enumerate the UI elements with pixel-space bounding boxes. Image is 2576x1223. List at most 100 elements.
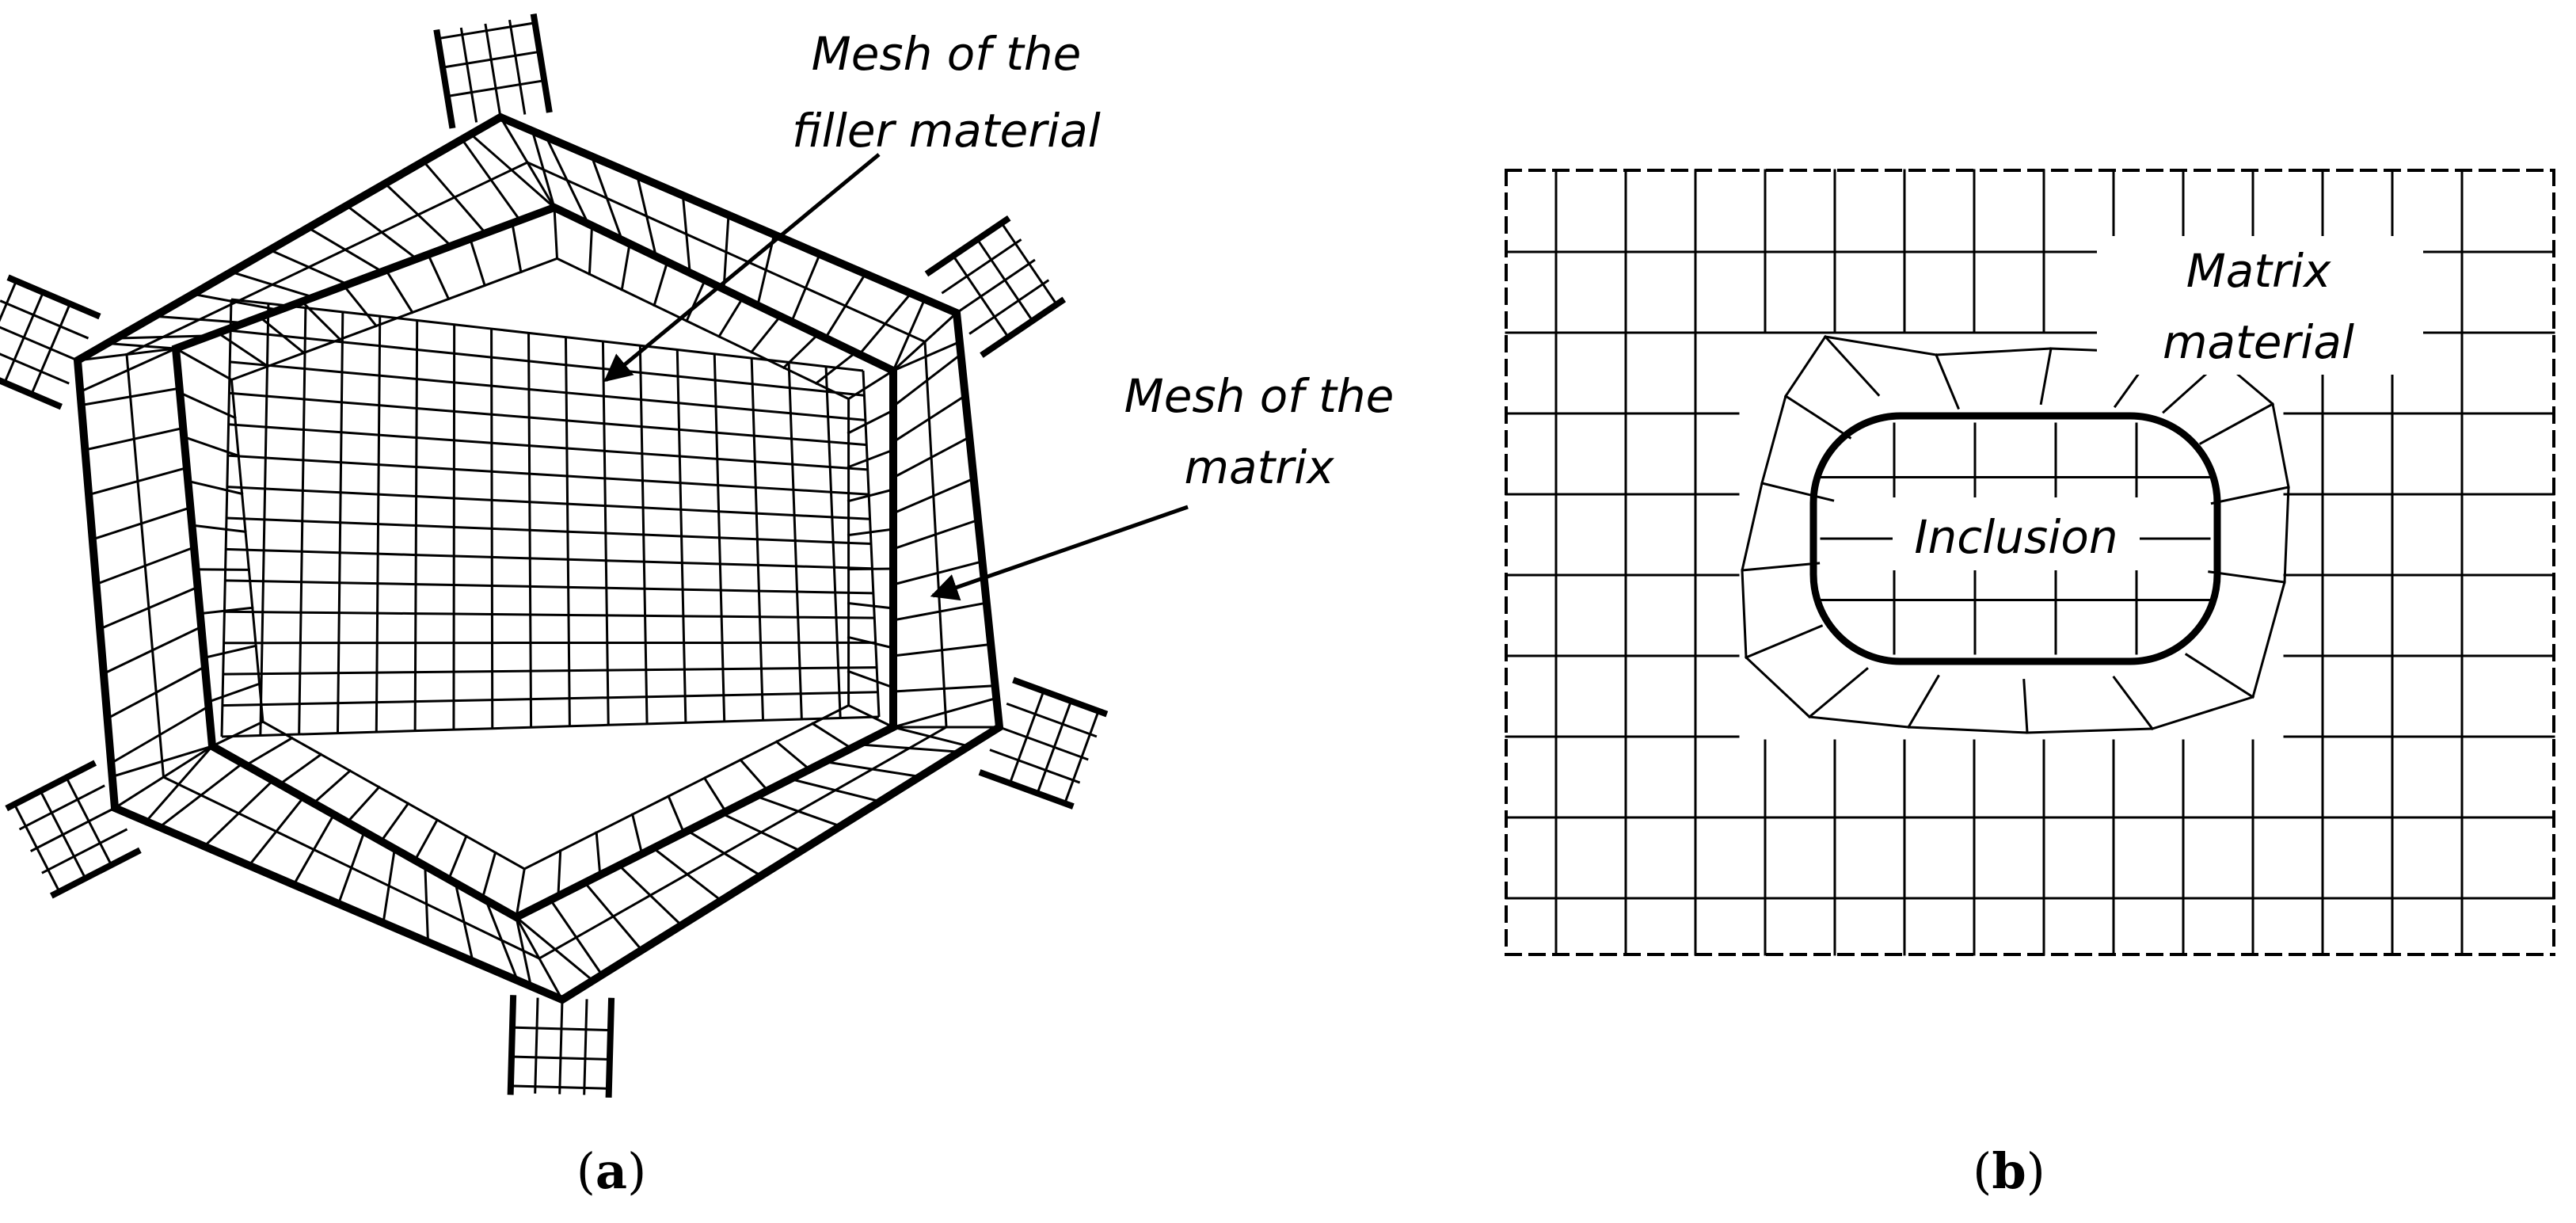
filler-transition-line — [782, 333, 820, 370]
neighbour-cell-mesh-line — [30, 806, 117, 852]
filler-transition-line — [557, 849, 562, 897]
transition-radial-line — [1935, 353, 1960, 410]
filler-transition-line — [847, 601, 895, 610]
matrix-mesh-line — [526, 161, 927, 344]
filler-transition-line — [173, 346, 234, 382]
neighbour-cell-mesh-line — [534, 997, 539, 1094]
filler-transition-line — [342, 284, 379, 328]
transition-radial-line — [1760, 482, 1835, 502]
matrix-mesh — [79, 135, 997, 982]
matrix-mesh-line — [923, 340, 948, 729]
corner-fan-line — [112, 744, 215, 810]
filler-transition-line — [210, 720, 264, 749]
filler-transition-line — [206, 682, 261, 704]
filler-transition-line — [515, 867, 526, 919]
neighbour-cell-mesh-line — [998, 726, 1089, 761]
transition-radial-line — [2022, 679, 2029, 734]
neighbour-cell-edge — [978, 769, 1075, 810]
inclusion-label-background — [1893, 497, 2140, 570]
filler-mesh-line — [226, 516, 872, 545]
filler-matrix-interface — [171, 203, 897, 922]
filler-transition-line — [468, 237, 487, 288]
filler-transition-line — [717, 296, 744, 338]
neighbour-cell-mesh-line — [508, 19, 527, 115]
filler-transition-line — [847, 669, 895, 689]
filler-transition-line — [199, 606, 254, 615]
panel-b-caption: (b) — [1973, 1142, 2045, 1200]
filler-mesh-line — [226, 547, 873, 570]
neighbour-cell-mesh-line — [941, 238, 1022, 295]
neighbour-cell-mesh-line — [0, 352, 70, 385]
matrix-material-label-line1: Matrix — [2186, 244, 2331, 298]
corner-fan-line — [76, 347, 177, 362]
filler-mesh-line — [222, 691, 878, 707]
filler-transition-line — [300, 299, 342, 341]
filler-transition-line — [278, 752, 323, 787]
neighbour-cell-stubs — [0, 13, 1109, 1098]
filler-transition-line — [739, 758, 770, 793]
filler-transition-line — [653, 260, 669, 307]
neighbour-cell-mesh-line — [459, 27, 478, 123]
matrix-label-line1: Mesh of the — [1124, 369, 1395, 423]
filler-mesh-line — [225, 579, 873, 595]
transition-radial-line — [1906, 674, 1940, 730]
filler-transition-line — [667, 794, 686, 835]
panel-b-inclusion-mesh: Matrix material Inclusion (b) — [1505, 169, 2555, 1200]
filler-transition-line — [630, 813, 644, 855]
neighbour-cell-mesh-line — [1006, 702, 1098, 738]
filler-transition-line — [847, 408, 896, 435]
cell-boundary-lines — [73, 112, 1004, 1004]
filler-mesh-line — [230, 329, 865, 397]
filler-transition-line — [847, 703, 896, 730]
filler-transition-line — [190, 524, 247, 534]
neighbour-cell-mesh-line — [0, 279, 18, 322]
filler-transition-line — [749, 314, 782, 354]
matrix-mesh-line — [537, 725, 949, 961]
corner-fan-line — [469, 132, 557, 210]
neighbour-cell-mesh-line — [583, 999, 588, 1095]
neighbour-cell-mesh-line — [0, 326, 79, 362]
matrix-label-background — [2097, 236, 2423, 375]
filler-label-line1: Mesh of the — [812, 27, 1082, 81]
neighbour-cell-mesh-line — [558, 998, 564, 1095]
neighbour-cell-edge — [1012, 676, 1109, 718]
corner-fan-line — [892, 696, 999, 729]
filler-mesh-line — [230, 360, 866, 421]
matrix-grid-mesh — [1505, 169, 2555, 956]
transition-radial-line — [1745, 624, 1824, 659]
filler-transition-line — [702, 776, 728, 813]
filler-transition-line — [481, 851, 497, 900]
filler-transition-line — [553, 206, 559, 260]
neighbour-cell-mesh-line — [968, 279, 1050, 335]
corner-fan-line — [892, 297, 927, 372]
filler-transition-line — [182, 435, 241, 458]
filler-mesh-line — [230, 298, 864, 372]
transition-radial-line — [2198, 402, 2275, 445]
neighbour-cell-edge — [433, 29, 456, 129]
filler-transition-line — [847, 528, 895, 537]
transition-radial-line — [1783, 394, 1852, 440]
filler-transition-line — [511, 222, 523, 274]
corner-fan-line — [515, 916, 533, 988]
transition-radial-line — [2208, 570, 2286, 584]
corner-fan-line — [498, 115, 557, 210]
neighbour-cell-mesh-line — [0, 299, 89, 340]
corner-fan-line — [892, 340, 961, 372]
corner-fan-line — [110, 745, 214, 779]
inclusion-label: Inclusion — [1914, 510, 2117, 564]
corner-fan-line — [892, 726, 971, 748]
neighbour-cell-mesh-line — [989, 749, 1081, 784]
filler-material-mesh — [173, 206, 896, 919]
filler-transition-line — [311, 769, 352, 806]
matrix-arrow — [930, 505, 1189, 601]
filler-mesh-line — [223, 666, 877, 676]
filler-transition-line — [258, 315, 306, 355]
matrix-material-label-line2: material — [2163, 315, 2354, 369]
filler-transition-line — [202, 644, 257, 660]
matrix-label-line2: matrix — [1184, 440, 1334, 494]
filler-transition-line — [847, 567, 895, 571]
filler-mesh-line — [227, 454, 869, 496]
filler-transition-line — [426, 253, 451, 301]
neighbour-cell-edge — [5, 760, 97, 812]
